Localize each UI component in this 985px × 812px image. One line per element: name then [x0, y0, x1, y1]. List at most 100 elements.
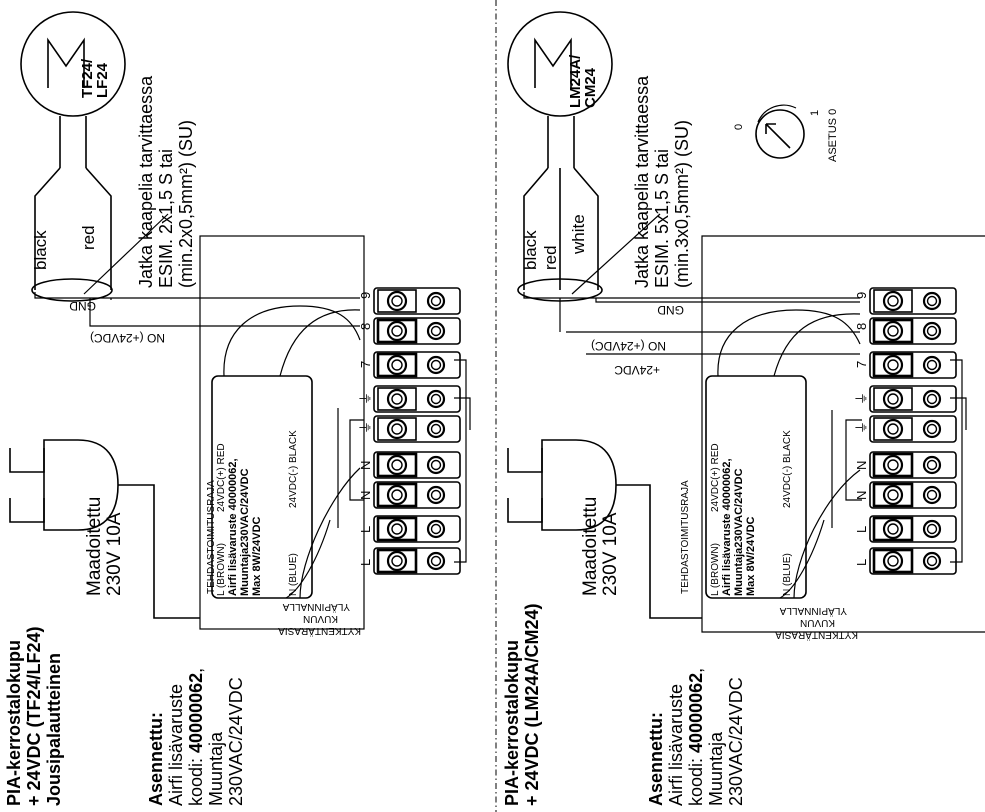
terminal	[373, 415, 461, 443]
power-plug	[507, 439, 702, 619]
module-minus: 24VDC(-) BLACK	[288, 430, 299, 508]
installed-voltage: 230VAC/24VDC	[726, 677, 746, 806]
no-label: NO (+24VDC)	[90, 331, 165, 345]
terminal-label-earth-1: ⏚	[358, 392, 373, 405]
junction-box-label-3: YLÄPINNALLA	[282, 601, 350, 613]
signal-wires: GND NO (+24VDC) +24VDC	[523, 292, 860, 377]
signal-wires: GND NO (+24VDC)	[34, 292, 360, 345]
module-desc: Muuntaja230VAC/24VDC	[733, 468, 745, 596]
terminal	[869, 351, 957, 379]
terminal	[869, 385, 957, 413]
terminal-label-l-2: L	[854, 559, 869, 566]
motor-model-label: TF24/ LF24	[79, 55, 111, 98]
plug-earthed-label: Maadoitettu	[84, 497, 105, 596]
terminal-label-l-2: L	[358, 559, 373, 566]
terminal-label-n-1: N	[358, 461, 373, 470]
terminal-block	[869, 287, 957, 575]
module-blue: N (BLUE)	[288, 553, 299, 596]
gnd-label: GND	[69, 299, 96, 313]
terminal	[869, 287, 957, 315]
terminal-label-n-1: N	[854, 461, 869, 470]
terminal	[869, 317, 957, 345]
module-desc: Muuntaja230VAC/24VDC	[239, 468, 251, 596]
terminal-label-earth-2: ⏚	[854, 421, 869, 434]
terminal	[869, 481, 957, 509]
module-blue: N (BLUE)	[782, 553, 793, 596]
wire-label-red: red	[79, 225, 98, 250]
terminal-label-n-2: N	[358, 491, 373, 500]
terminal-label-n-2: N	[854, 491, 869, 500]
installed-accessory: Airfi lisävaruste	[666, 684, 686, 806]
product-line-3: Jousipalautteinen	[44, 653, 64, 806]
terminal	[373, 481, 461, 509]
ext-cable-title: Jatka kaapelia tarvittaessa	[136, 75, 156, 288]
motor-symbol: LM24A/ CM24	[507, 11, 613, 117]
panel-tf24-lf24: TF24/ LF24 black red Jatka kaapelia tarv…	[4, 11, 471, 806]
ext-cable-spec: ESIM. 2x1,5 S tai	[156, 149, 176, 288]
junction-box-label-2: KUVUN	[800, 617, 835, 628]
plug-earthed-label: Maadoitettu	[580, 497, 601, 596]
gnd-label: GND	[657, 303, 684, 317]
transformer-module: L (BROWN) 24VDC(+) RED Airfi lisävaruste…	[705, 375, 807, 599]
module-title: Airfi lisävaruste 40000062,	[721, 458, 733, 596]
module-power: Max 8W/24VDC	[251, 516, 263, 596]
product-line-1: PIA-kerrostalokupu	[502, 640, 522, 806]
ext-cable-title: Jatka kaapelia tarvittaessa	[632, 75, 652, 288]
terminal-label-earth-2: ⏚	[358, 421, 373, 434]
terminal-label-9: 9	[854, 292, 869, 299]
terminal	[373, 385, 461, 413]
ext-cable-spec: ESIM. 5x1,5 S tai	[652, 149, 672, 288]
product-line-2: + 24VDC (LM24A/CM24)	[522, 603, 542, 806]
wire-label-black: black	[521, 230, 540, 270]
setting-dial: 0 1 ASETUS 0	[733, 104, 839, 162]
ext-cable-min: (min.2x0,5mm²) (SU)	[176, 120, 196, 288]
terminal-labels: 9 8 7 ⏚ ⏚ N N L L	[854, 292, 869, 566]
wire-label-white: white	[569, 214, 588, 255]
product-line-1: PIA-kerrostalokupu	[4, 640, 24, 806]
plug-rating-label: 230V 10A	[600, 512, 621, 596]
installed-voltage: 230VAC/24VDC	[226, 677, 246, 806]
installed-title: Asennettu:	[646, 712, 666, 806]
dial-zero: 0	[733, 124, 745, 130]
terminal-labels: 9 8 7 ⏚ ⏚ N N L L	[358, 292, 373, 566]
module-plus: 24VDC(+) RED	[710, 443, 721, 512]
terminal-label-7: 7	[854, 361, 869, 368]
terminal	[869, 415, 957, 443]
module-minus: 24VDC(-) BLACK	[782, 430, 793, 508]
ext-cable-min: (min.3x0,5mm²) (SU)	[672, 120, 692, 288]
installed-code: koodi: 40000062,	[186, 668, 206, 806]
junction-box-label-3: YLÄPINNALLA	[779, 605, 847, 617]
terminal-label-8: 8	[358, 323, 373, 330]
terminal	[869, 547, 957, 575]
factory-border	[199, 235, 365, 630]
installed-transformer: Muuntaja	[706, 731, 726, 806]
module-title: Airfi lisävaruste 40000062,	[227, 458, 239, 596]
factory-border	[701, 235, 985, 633]
installed-accessory: Airfi lisävaruste	[166, 684, 186, 806]
module-brown: L (BROWN)	[710, 543, 721, 596]
junction-box-label-1: KYTKENTÄRASIA	[775, 629, 858, 641]
motor-model-label: LM24A/ CM24	[567, 50, 599, 108]
module-power: Max 8W/24VDC	[745, 516, 757, 596]
module-plus: 24VDC(+) RED	[216, 443, 227, 512]
terminal	[373, 515, 461, 543]
terminal	[869, 515, 957, 543]
power-plug	[9, 439, 200, 619]
dial-one: 1	[809, 110, 821, 116]
terminal-label-8: 8	[854, 323, 869, 330]
terminal-label-l-1: L	[854, 526, 869, 533]
dial-setting: ASETUS 0	[827, 109, 839, 162]
installed-title: Asennettu:	[146, 712, 166, 806]
terminal-label-7: 7	[358, 361, 373, 368]
plug-rating-label: 230V 10A	[104, 512, 125, 596]
transformer-module: L (BROWN) 24VDC(+) RED Airfi lisävaruste…	[211, 375, 313, 599]
terminal	[373, 317, 461, 345]
terminal	[869, 451, 957, 479]
terminal-label-l-1: L	[358, 526, 373, 533]
wire-label-black: black	[31, 230, 50, 270]
plus-label: +24VDC	[614, 363, 660, 377]
terminal	[373, 547, 461, 575]
terminal	[373, 351, 461, 379]
wire-label-red: red	[541, 245, 560, 270]
motor-symbol: TF24/ LF24	[20, 11, 126, 117]
